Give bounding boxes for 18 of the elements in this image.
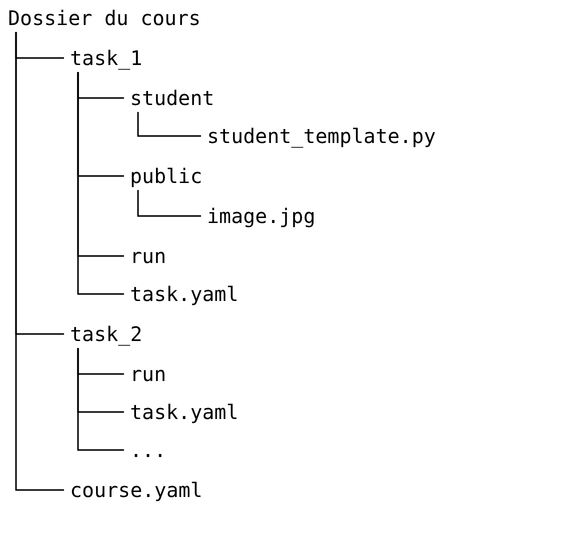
tree-item-label: task_1 [70, 44, 142, 72]
tree-item-label: image.jpg [207, 202, 316, 230]
tree-item-label: run [130, 242, 166, 270]
tree-item-label: task_2 [70, 320, 142, 348]
tree-item-label: run [130, 360, 166, 388]
tree-branch-line [77, 72, 124, 295]
tree-branch-line [77, 348, 124, 451]
tree-item-label: student_template.py [207, 122, 436, 150]
tree-branch-line [137, 190, 201, 217]
tree-item-label: task.yaml [130, 398, 238, 426]
tree-item-label: ... [130, 436, 166, 464]
tree-branch-line [137, 112, 201, 137]
tree-item-label: student [130, 84, 214, 112]
tree-branch-line [15, 32, 64, 491]
tree-item-label: Dossier du cours [8, 4, 201, 32]
tree-item-label: task.yaml [130, 280, 238, 308]
tree-item-label: public [130, 162, 202, 190]
tree-item-label: course.yaml [70, 476, 202, 504]
